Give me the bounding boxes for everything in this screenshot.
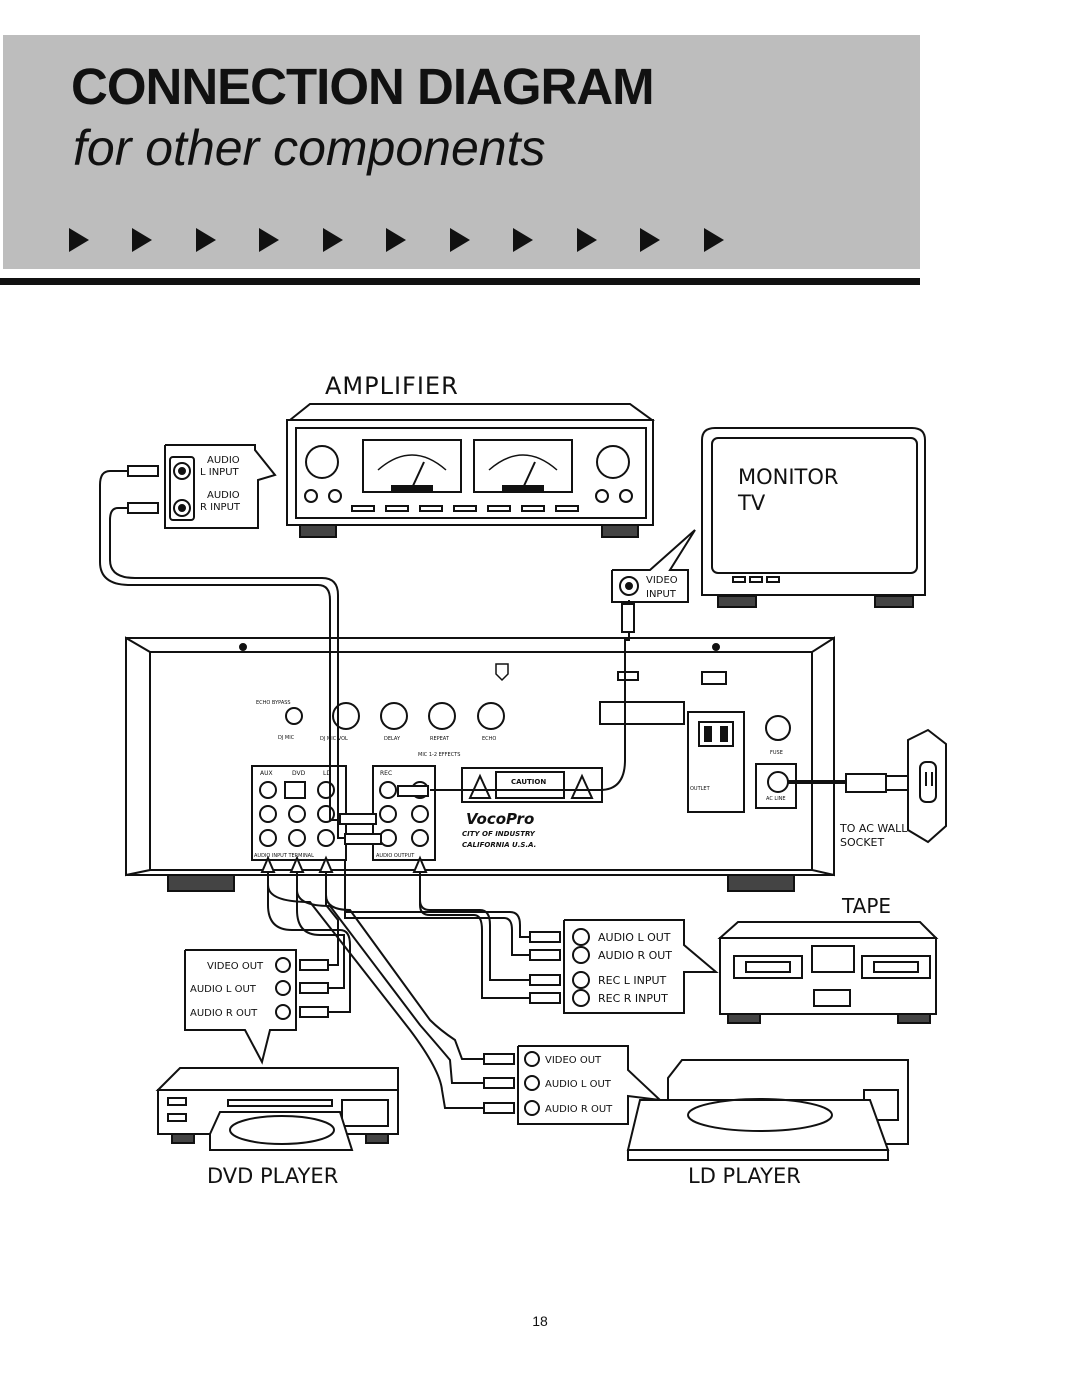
svg-text:R INPUT: R INPUT	[200, 502, 241, 513]
svg-text:CITY OF INDUSTRY: CITY OF INDUSTRY	[462, 830, 536, 838]
tape-deck-device	[717, 921, 939, 1024]
svg-text:CAUTION: CAUTION	[511, 778, 546, 786]
tape-callout: AUDIO L OUT AUDIO R OUT REC L INPUT REC …	[529, 919, 719, 1014]
svg-text:VIDEO OUT: VIDEO OUT	[545, 1055, 602, 1066]
svg-text:REC: REC	[380, 770, 392, 777]
svg-text:CALIFORNIA U.S.A.: CALIFORNIA U.S.A.	[462, 841, 536, 849]
svg-text:MIC 1-2 EFFECTS: MIC 1-2 EFFECTS	[418, 752, 460, 758]
svg-text:AUDIO L OUT: AUDIO L OUT	[598, 931, 671, 944]
svg-text:OUTLET: OUTLET	[690, 786, 711, 792]
arrow-right-icon	[69, 228, 89, 252]
arrow-right-icon	[640, 228, 660, 252]
svg-text:DVD: DVD	[292, 770, 306, 777]
ac-wall-label-2: SOCKET	[840, 836, 884, 849]
svg-text:AUDIO L OUT: AUDIO L OUT	[190, 984, 257, 995]
arrow-right-icon	[196, 228, 216, 252]
header-rule	[0, 278, 920, 285]
mixer-rear-panel: ECHO BYPASS DJ MIC DJ MIC VOL DELAY REPE…	[125, 636, 835, 892]
svg-text:INPUT: INPUT	[646, 589, 677, 600]
amplifier-device	[286, 403, 656, 538]
svg-text:AUDIO L OUT: AUDIO L OUT	[545, 1079, 612, 1090]
svg-text:REPEAT: REPEAT	[430, 736, 450, 742]
arrow-right-icon	[450, 228, 470, 252]
arrow-right-icon	[513, 228, 533, 252]
svg-text:DJ MIC VOL: DJ MIC VOL	[320, 736, 348, 742]
ld-callout: VIDEO OUT AUDIO L OUT AUDIO R OUT	[483, 1045, 663, 1125]
monitor-label-1: MONITOR	[738, 465, 839, 489]
svg-text:AUX: AUX	[260, 770, 273, 777]
tape-label: TAPE	[841, 894, 891, 918]
page-subtitle: for other components	[73, 120, 546, 176]
arrow-right-icon	[323, 228, 343, 252]
arrow-right-icon	[704, 228, 724, 252]
dvd-label: DVD PLAYER	[207, 1164, 338, 1188]
ld-label: LD PLAYER	[688, 1164, 801, 1188]
svg-text:DJ MIC: DJ MIC	[278, 735, 295, 741]
brand-logo: VocoPro	[466, 810, 534, 828]
svg-text:VIDEO: VIDEO	[646, 575, 678, 586]
svg-text:ECHO: ECHO	[482, 736, 496, 742]
arrow-right-icon	[386, 228, 406, 252]
svg-text:REC R INPUT: REC R INPUT	[598, 992, 668, 1005]
svg-text:DELAY: DELAY	[384, 736, 401, 742]
arrow-right-icon	[132, 228, 152, 252]
header-banner: CONNECTION DIAGRAM for other components	[3, 35, 920, 269]
arrow-right-icon	[577, 228, 597, 252]
arrow-right-icon	[259, 228, 279, 252]
ac-wall-label-1: TO AC WALL	[839, 822, 908, 835]
svg-text:AUDIO R OUT: AUDIO R OUT	[190, 1008, 258, 1019]
video-input-callout: VIDEO INPUT	[611, 529, 696, 603]
svg-text:ECHO BYPASS: ECHO BYPASS	[256, 700, 291, 706]
svg-text:AUDIO OUTPUT: AUDIO OUTPUT	[376, 853, 415, 859]
svg-text:VIDEO OUT: VIDEO OUT	[207, 961, 264, 972]
svg-text:LD: LD	[323, 770, 331, 777]
svg-text:AC LINE: AC LINE	[766, 796, 786, 802]
monitor-label-2: TV	[737, 491, 766, 515]
svg-text:REC L INPUT: REC L INPUT	[598, 974, 667, 987]
page-title: CONNECTION DIAGRAM	[71, 58, 655, 115]
dvd-player-device	[155, 1067, 399, 1151]
svg-text:FUSE: FUSE	[770, 750, 783, 756]
svg-text:AUDIO INPUT TERMINAL: AUDIO INPUT TERMINAL	[254, 853, 314, 859]
amp-input-callout: AUDIO L INPUT AUDIO R INPUT	[127, 444, 277, 529]
monitor-device	[701, 427, 926, 608]
svg-text:AUDIO R OUT: AUDIO R OUT	[545, 1104, 613, 1115]
svg-text:AUDIO: AUDIO	[207, 455, 240, 466]
svg-text:AUDIO R OUT: AUDIO R OUT	[598, 949, 672, 962]
dvd-callout: VIDEO OUT AUDIO L OUT AUDIO R OUT	[184, 949, 329, 1065]
svg-text:L INPUT: L INPUT	[200, 467, 240, 478]
amplifier-label: AMPLIFIER	[325, 372, 459, 400]
page-number: 18	[532, 1313, 548, 1329]
svg-text:AUDIO: AUDIO	[207, 490, 240, 501]
wall-socket	[907, 728, 947, 844]
ld-player-device	[626, 1059, 909, 1161]
